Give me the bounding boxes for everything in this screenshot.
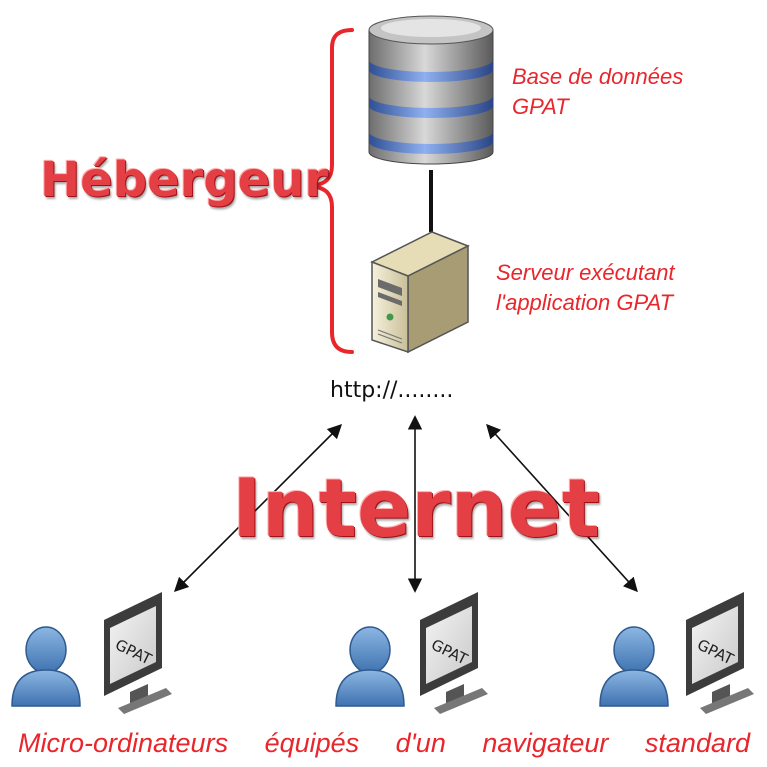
clients-caption: Micro-ordinateurs équipés d'un navigateu… xyxy=(18,728,750,759)
caption-word: équipés xyxy=(264,728,360,758)
user-icon xyxy=(335,626,405,707)
arrow-left xyxy=(173,423,343,593)
host-label: Hébergeur xyxy=(40,152,329,208)
client-left: GPAT xyxy=(11,592,172,714)
monitor-icon: GPAT xyxy=(104,592,172,714)
internet-label: Internet xyxy=(232,462,601,555)
client-right: GPAT xyxy=(599,592,754,714)
database-label-line1: Base de données xyxy=(512,64,684,89)
monitor-icon: GPAT xyxy=(420,592,488,714)
server-label: Serveur exécutant l'application GPAT xyxy=(496,258,675,318)
caption-word: Micro-ordinateurs xyxy=(18,728,229,758)
database-label-line2: GPAT xyxy=(512,94,569,119)
client-center: GPAT xyxy=(335,592,488,714)
caption-word: d'un xyxy=(395,728,446,758)
server-label-line1: Serveur exécutant xyxy=(496,260,675,285)
caption-word: navigateur xyxy=(482,728,609,758)
user-icon xyxy=(11,626,81,707)
database-icon xyxy=(368,15,494,165)
server-tower-icon xyxy=(370,231,470,354)
host-brace xyxy=(311,28,354,354)
caption-word: standard xyxy=(644,728,750,758)
server-label-line2: l'application GPAT xyxy=(496,290,674,315)
monitor-icon: GPAT xyxy=(686,592,754,714)
arrow-right xyxy=(486,423,638,593)
server-url: http://........ xyxy=(330,378,454,403)
user-icon xyxy=(599,626,669,707)
database-label: Base de données GPAT xyxy=(512,62,683,122)
